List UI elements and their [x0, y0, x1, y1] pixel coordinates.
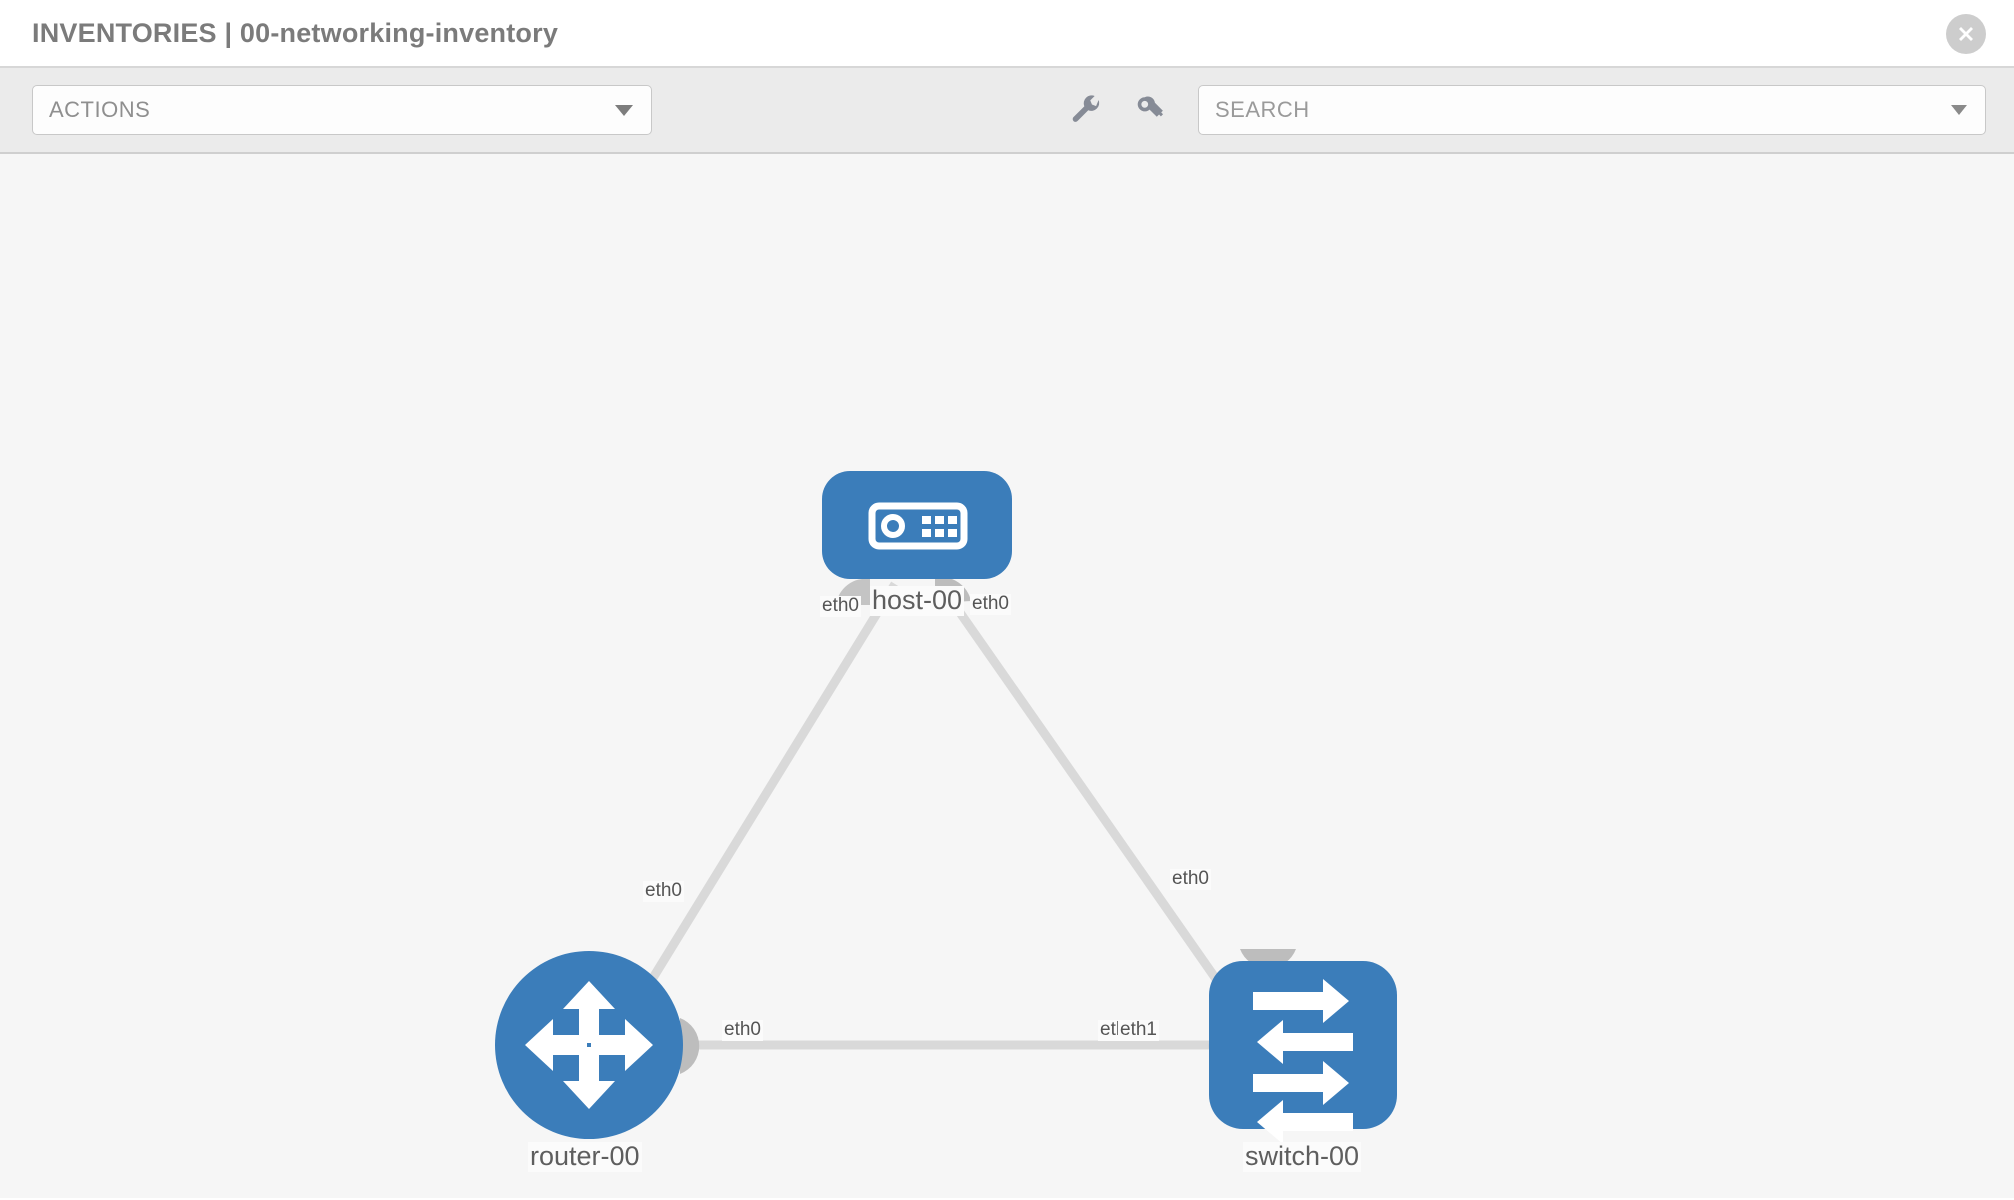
server-icon — [868, 502, 968, 550]
topology-edges — [636, 581, 1234, 1050]
actions-dropdown[interactable]: ACTIONS — [32, 85, 652, 135]
chevron-down-icon[interactable] — [1951, 105, 1967, 115]
edge-host00-switch00[interactable] — [936, 581, 1234, 1002]
close-button[interactable] — [1946, 14, 1986, 54]
page-header: INVENTORIES | 00-networking-inventory — [0, 0, 2014, 68]
node-host-00[interactable] — [822, 471, 1012, 579]
connector-nub-router00-right — [680, 1018, 700, 1074]
key-icon[interactable] — [1132, 93, 1166, 127]
chevron-down-icon — [615, 104, 633, 116]
search-placeholder: SEARCH — [1215, 97, 1310, 122]
topology-canvas[interactable]: eth0 eth0 eth0 eth0 eth0 eth0 eth1 host-… — [0, 154, 2014, 1198]
iface-label: eth1 — [1118, 1019, 1159, 1041]
actions-dropdown-label: ACTIONS — [49, 97, 151, 122]
node-router-00[interactable] — [495, 951, 683, 1139]
toolbar: ACTIONS SEARCH — [0, 68, 2014, 154]
node-label-router-00: router-00 — [528, 1141, 642, 1172]
iface-label: eth0 — [970, 593, 1011, 615]
page-title: INVENTORIES | 00-networking-inventory — [32, 17, 559, 48]
router-arrows-icon — [525, 981, 653, 1109]
iface-label: eth0 — [643, 880, 684, 902]
search-input[interactable]: SEARCH — [1198, 85, 1986, 135]
node-host-00-shape[interactable] — [822, 471, 1012, 579]
node-label-switch-00: switch-00 — [1243, 1141, 1362, 1172]
switch-arrows-icon — [1253, 979, 1353, 1144]
node-router-00-shape[interactable] — [495, 951, 683, 1139]
wrench-icon[interactable] — [1070, 93, 1104, 127]
iface-label: eth0 — [820, 595, 861, 617]
node-switch-00[interactable] — [1209, 961, 1397, 1144]
iface-label: eth0 — [722, 1019, 763, 1041]
toolbar-icon-group — [1070, 93, 1166, 127]
edge-host00-router00[interactable] — [636, 581, 899, 1002]
topology-graph — [495, 471, 1397, 1144]
close-icon — [1959, 27, 1973, 41]
iface-label: eth0 — [1170, 868, 1211, 890]
node-label-host-00: host-00 — [870, 585, 965, 616]
